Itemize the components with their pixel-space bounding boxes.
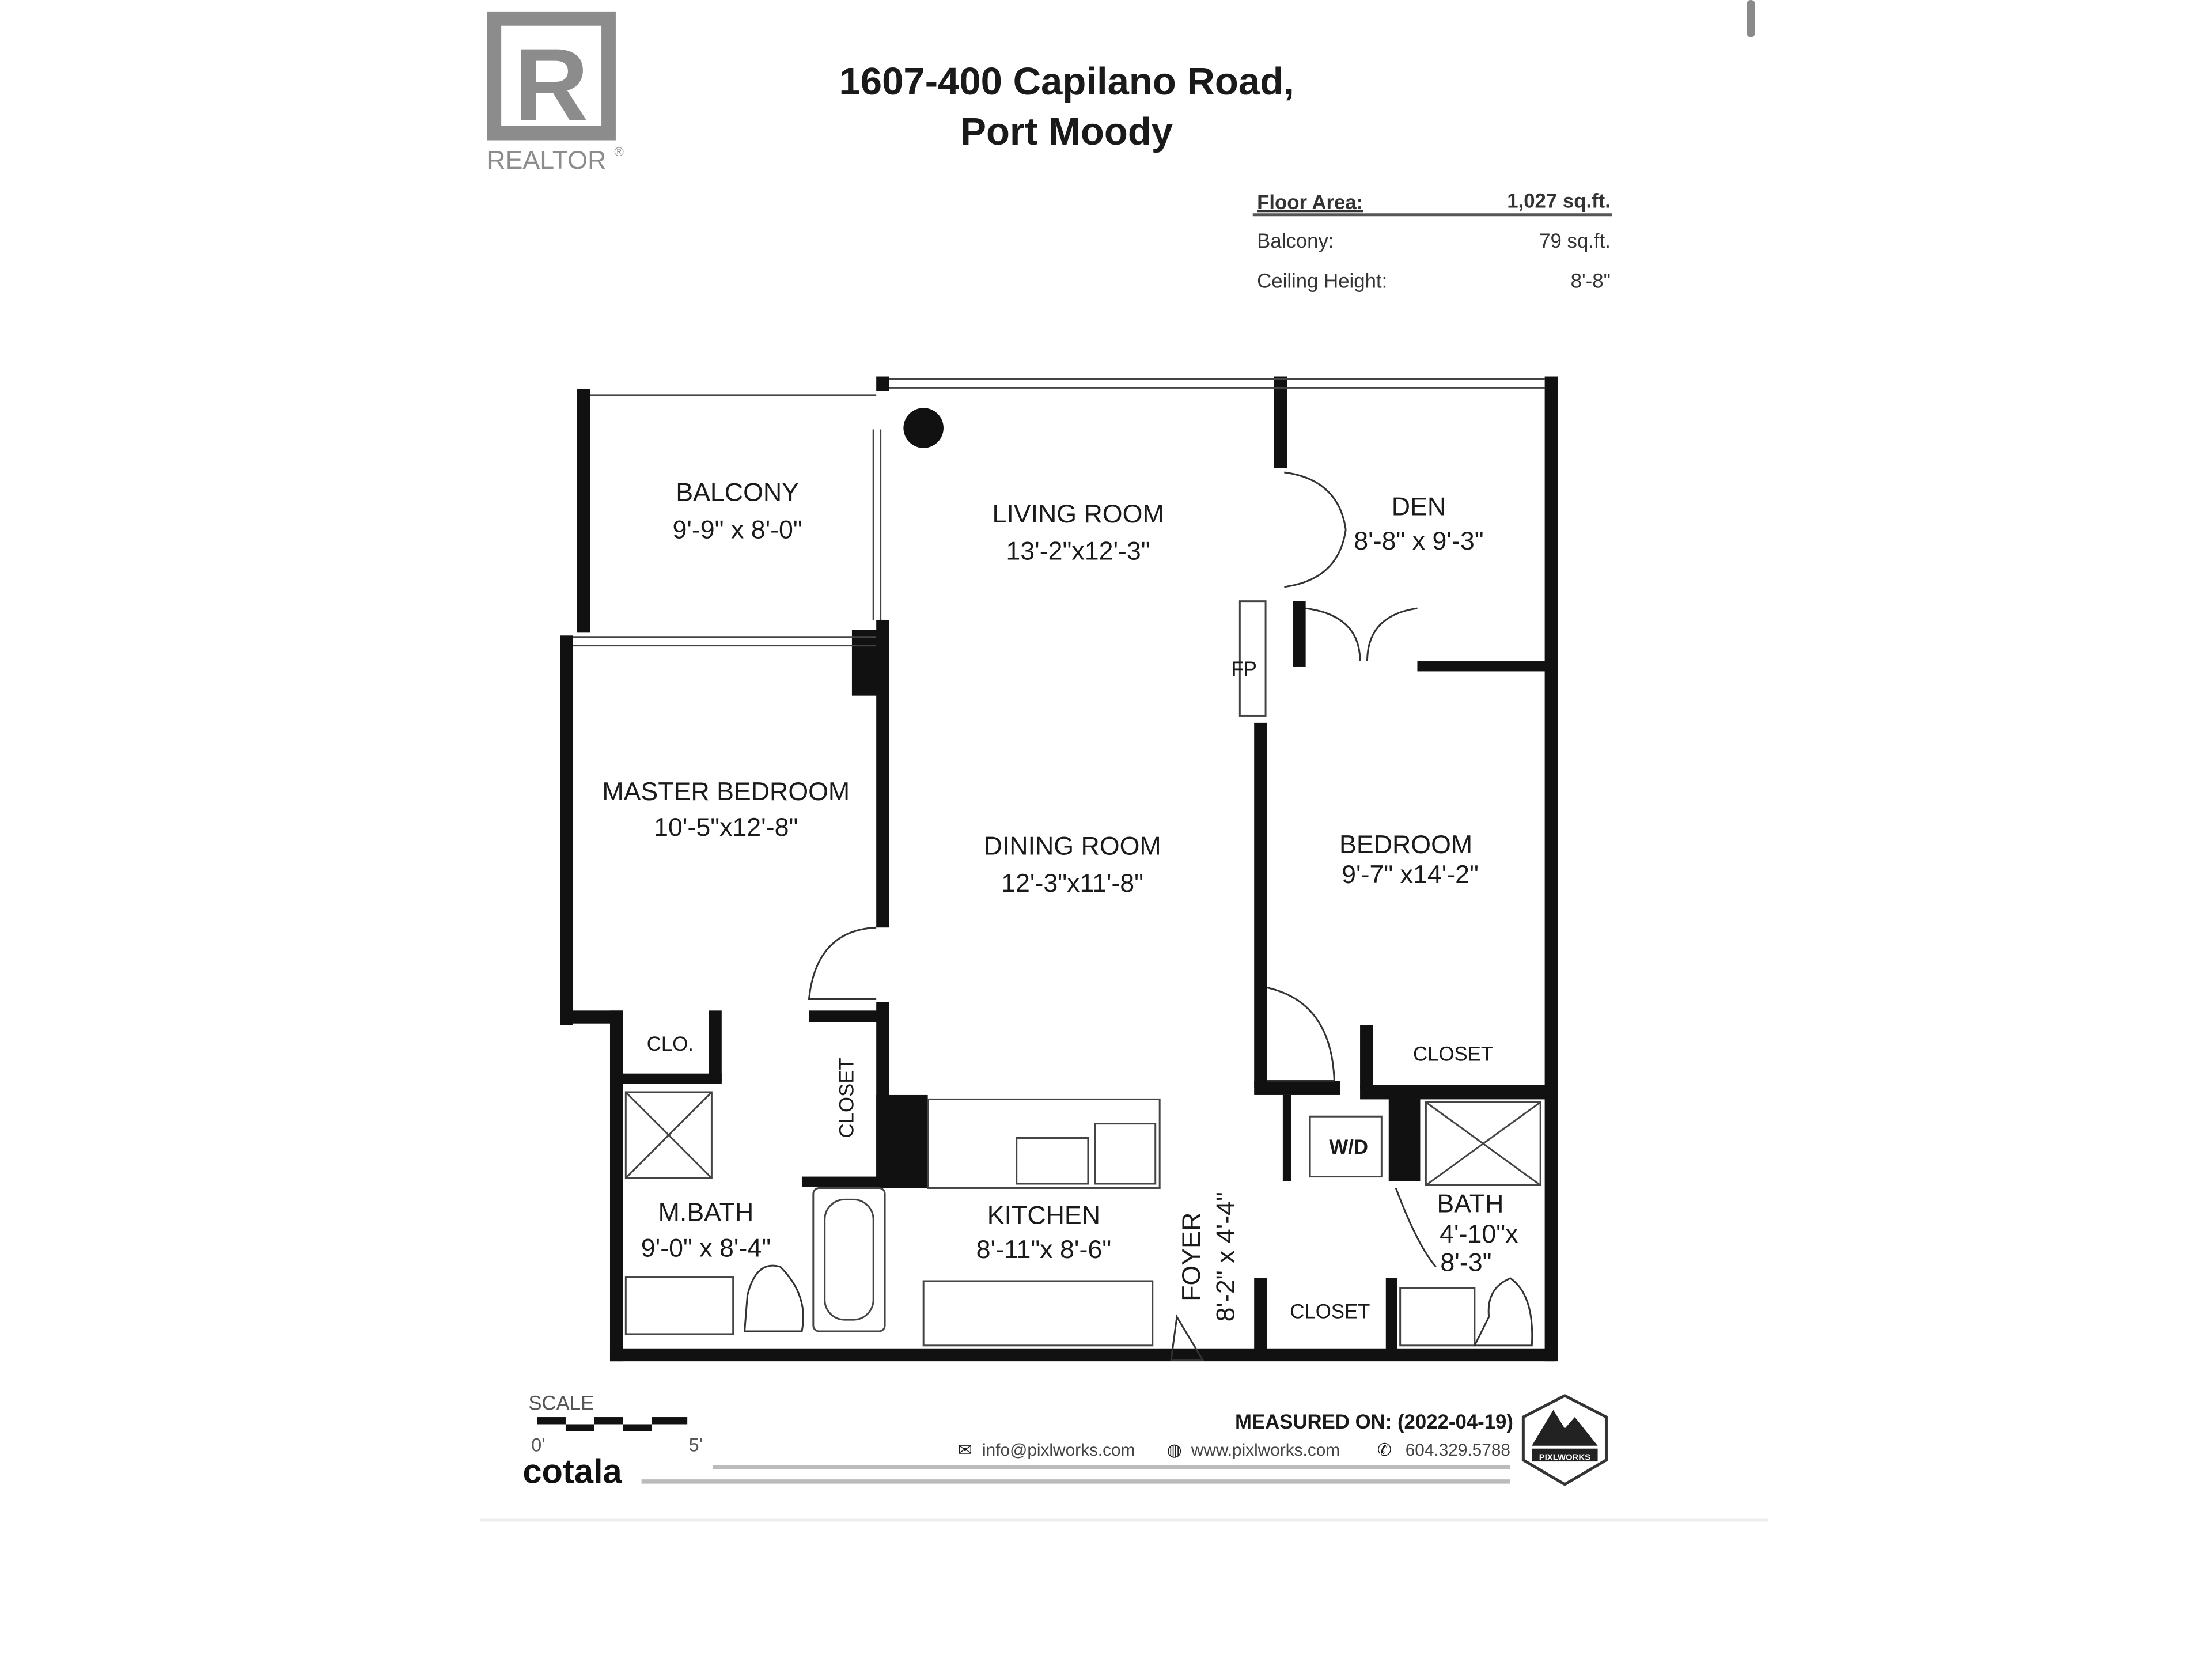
room-dining-size: 12'-3"x11'-8" <box>1001 869 1143 897</box>
room-bedroom-size: 9'-7" x14'-2" <box>1342 861 1479 889</box>
summary-value: 8'-8" <box>1571 270 1611 292</box>
room-foyer-size: 8'-2" x 4'-4" <box>1211 1192 1240 1321</box>
room-wd-label: W/D <box>1329 1137 1368 1158</box>
scale-label: SCALE <box>528 1393 594 1415</box>
room-mbath-name: M.BATH <box>658 1199 754 1227</box>
room-balcony-size: 9'-9" x 8'-0" <box>672 516 802 544</box>
room-foyer-name: FOYER <box>1177 1213 1206 1301</box>
realtor-logo-mark: R <box>514 27 588 142</box>
globe-icon: ◍ <box>1167 1441 1182 1460</box>
measured-on: MEASURED ON: (2022-04-19) <box>1235 1411 1513 1433</box>
room-mbath-size: 9'-0" x 8'-4" <box>641 1234 771 1263</box>
room-closet-foyer-label: CLOSET <box>1290 1301 1370 1323</box>
scrollbar[interactable] <box>1746 0 1755 37</box>
room-master-size: 10'-5"x12'-8" <box>654 813 798 842</box>
phone-icon: ✆ <box>1377 1441 1392 1460</box>
summary-label: Balcony: <box>1257 230 1334 252</box>
realtor-logo: R REALTOR ® <box>487 11 624 175</box>
room-living-size: 13'-2"x12'-3" <box>1006 537 1150 566</box>
summary-value: 1,027 sq.ft. <box>1507 190 1611 212</box>
fireplace-label: FP <box>1232 658 1257 680</box>
cotala-logo: cotala <box>522 1452 622 1490</box>
room-kitchen-size: 8'-11"x 8'-6" <box>976 1236 1111 1264</box>
pixlworks-badge-text: PIXLWORKS <box>1539 1453 1590 1463</box>
room-den-name: DEN <box>1392 493 1446 521</box>
column-dot <box>903 408 944 448</box>
floor-plan-fixtures <box>573 378 1545 1361</box>
room-kitchen-name: KITCHEN <box>987 1202 1100 1230</box>
floor-plan-walls <box>560 376 1558 1362</box>
pixlworks-badge: PIXLWORKS <box>1521 1393 1608 1486</box>
summary-label: Ceiling Height: <box>1257 270 1387 292</box>
footer: SCALE 0' 5' cotala MEASURED ON: (2022-04… <box>479 1393 1768 1522</box>
room-bath-size: 8'-3" <box>1440 1249 1491 1277</box>
room-bath-size: 4'-10"x <box>1440 1220 1518 1248</box>
summary-label: Floor Area: <box>1257 192 1363 214</box>
realtor-logo-text: REALTOR <box>487 146 606 175</box>
contact-phone: 604.329.5788 <box>1406 1441 1510 1460</box>
page-title-line2: Port Moody <box>960 110 1173 153</box>
room-clo-label: CLO. <box>647 1033 694 1055</box>
room-closet-bedroom-label: CLOSET <box>1413 1043 1493 1065</box>
realtor-registered-mark: ® <box>614 145 624 159</box>
scale-start: 0' <box>531 1435 545 1456</box>
page-title-line1: 1607-400 Capilano Road, <box>839 60 1294 103</box>
room-bath-name: BATH <box>1437 1190 1503 1218</box>
email-icon: ✉ <box>958 1441 972 1460</box>
room-living-name: LIVING ROOM <box>992 500 1164 528</box>
contact-email: info@pixlworks.com <box>982 1441 1135 1460</box>
summary-table: Floor Area: 1,027 sq.ft. Balcony: 79 sq.… <box>1252 190 1612 292</box>
room-dining-name: DINING ROOM <box>984 832 1161 860</box>
room-master-name: MASTER BEDROOM <box>602 778 850 806</box>
scale-bar <box>537 1417 688 1431</box>
room-balcony-name: BALCONY <box>676 479 799 507</box>
room-den-size: 8'-8" x 9'-3" <box>1354 527 1483 555</box>
room-closet-master-label: CLOSET <box>836 1058 858 1138</box>
contact-website: www.pixlworks.com <box>1191 1441 1340 1460</box>
summary-value: 79 sq.ft. <box>1539 230 1611 252</box>
scale-end: 5' <box>689 1435 703 1456</box>
room-bedroom-name: BEDROOM <box>1339 831 1472 859</box>
